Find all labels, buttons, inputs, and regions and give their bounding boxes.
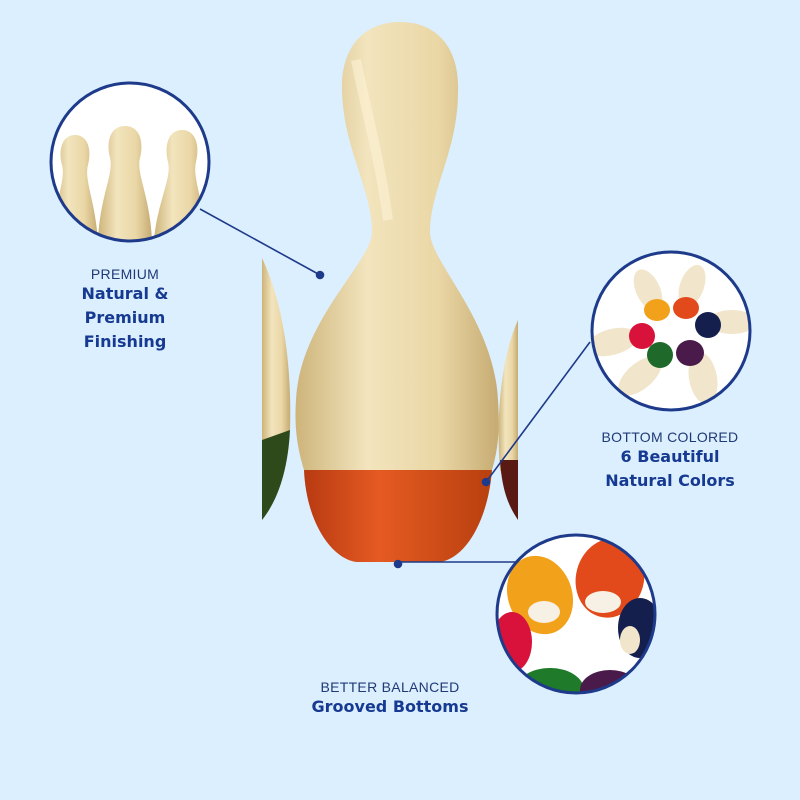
main-bowling-pin (295, 22, 499, 562)
callout-kicker: BOTTOM COLORED (601, 429, 739, 445)
pins-closeup-icon (49, 81, 211, 243)
callout-headline: 6 Beautiful Natural Colors (605, 447, 735, 490)
callout-kicker: PREMIUM (90, 266, 160, 282)
grooved-bottoms-icon (495, 533, 657, 695)
callout-headline: Natural & Premium Finishing (81, 284, 169, 351)
connector-lines (199, 208, 591, 569)
callout-colors: BOTTOM COLORED 6 Beautiful Natural Color… (585, 429, 755, 493)
side-pins (262, 258, 518, 520)
callout-premium: PREMIUM Natural & Premium Finishing (70, 266, 180, 354)
colored-pins-icon (590, 250, 752, 412)
callout-balanced: BETTER BALANCED Grooved Bottoms (290, 679, 490, 719)
callout-kicker: BETTER BALANCED (320, 679, 460, 695)
callout-headline: Grooved Bottoms (311, 697, 469, 716)
